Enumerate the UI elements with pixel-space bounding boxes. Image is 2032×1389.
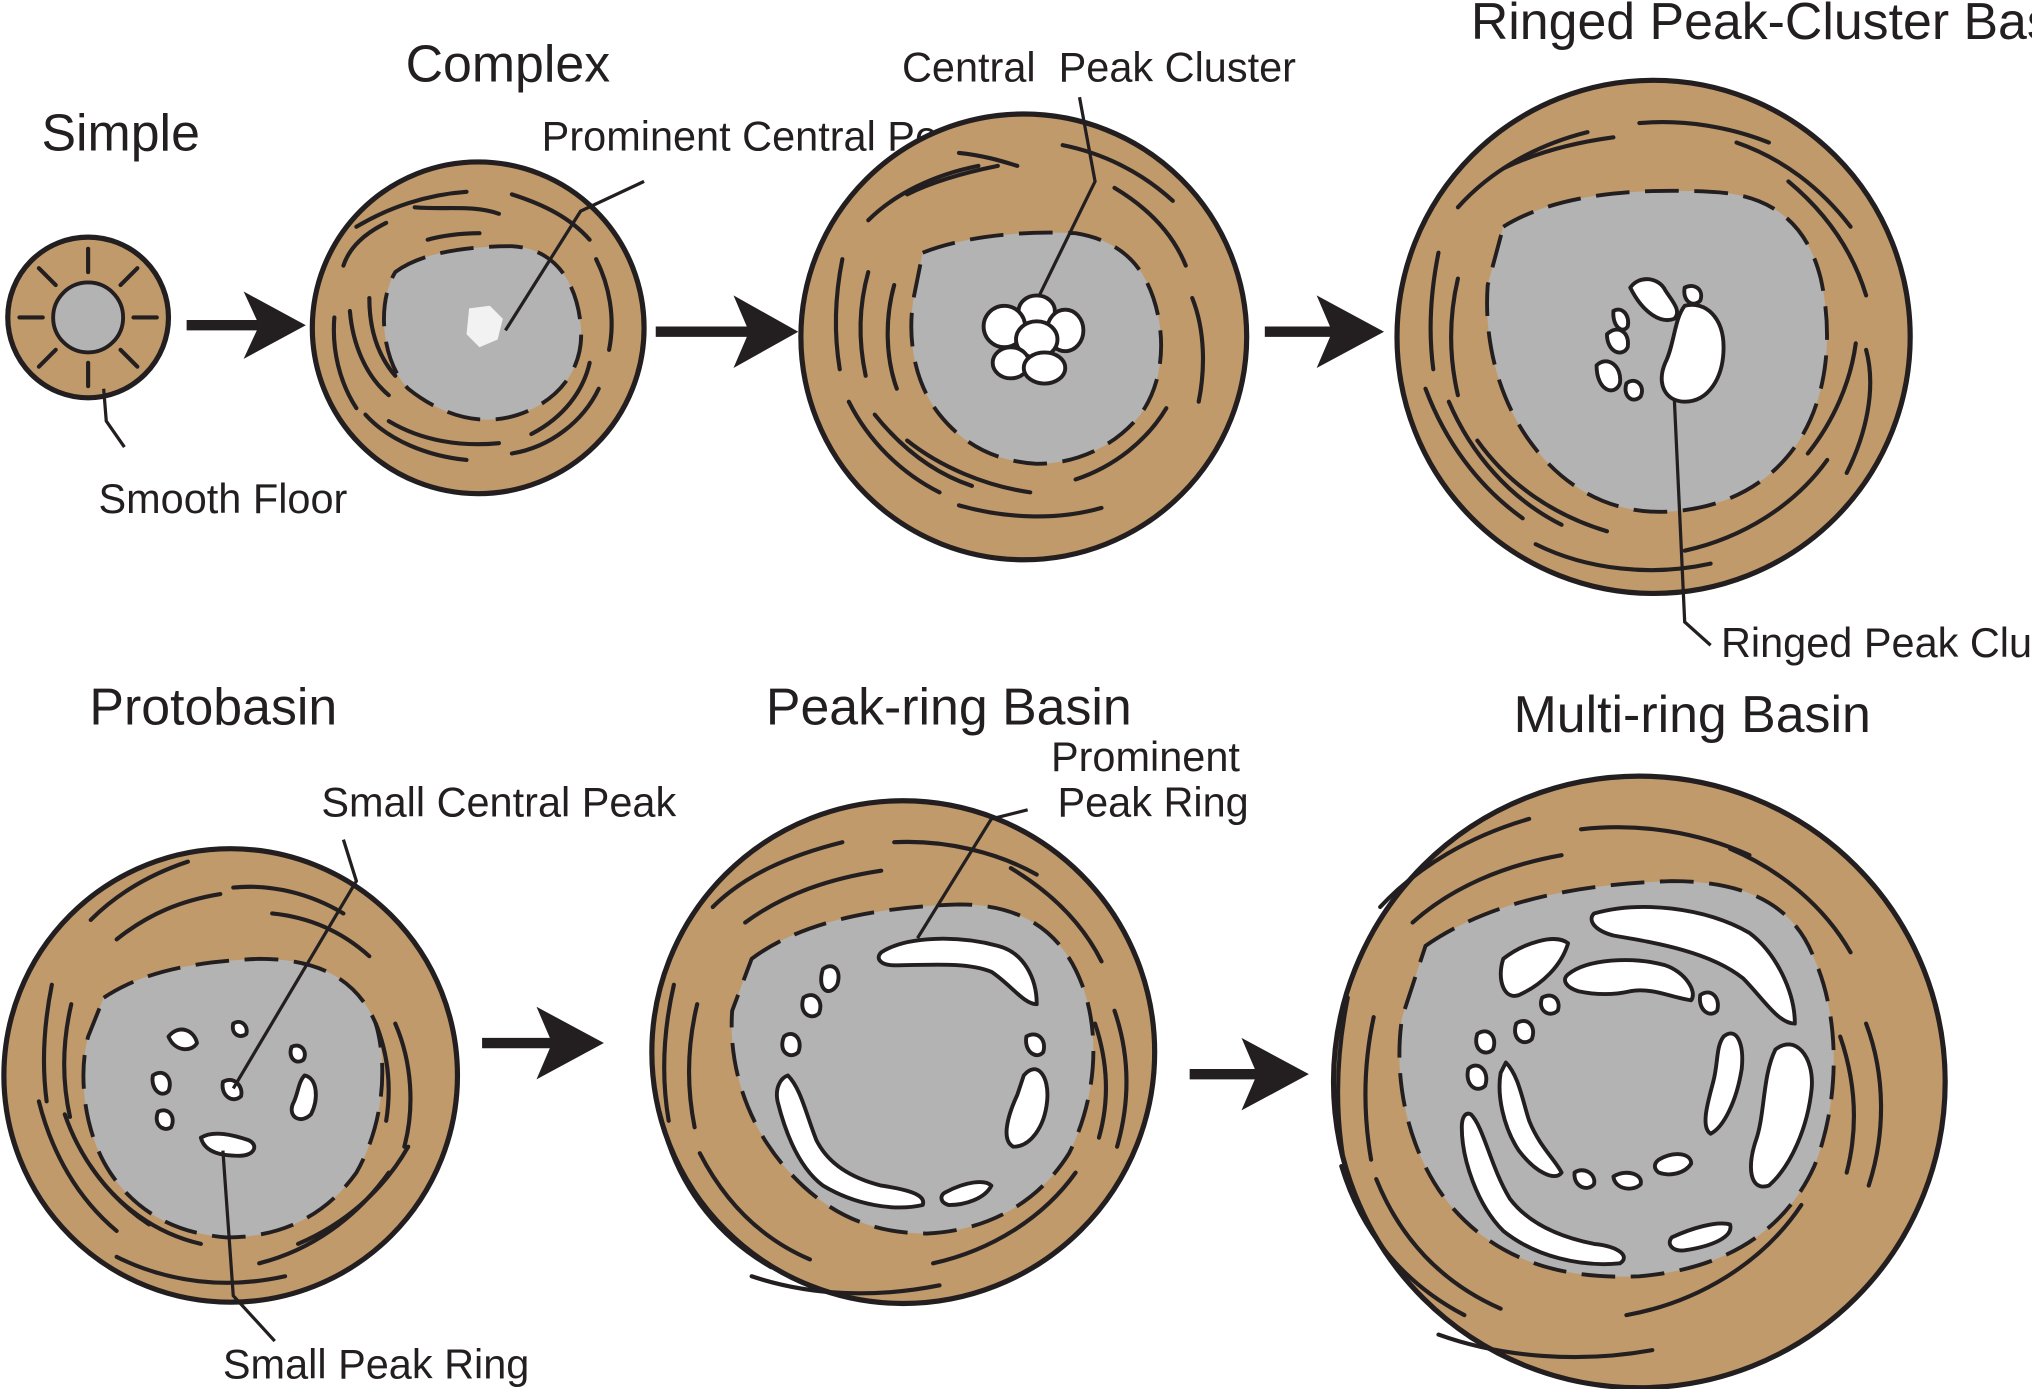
title-multi-ring-basin: Multi-ring Basin	[1514, 685, 1871, 743]
label-central-peak-cluster: Central Peak Cluster	[902, 44, 1296, 91]
label-prominent-peak-ring-line1: Prominent	[1051, 733, 1240, 780]
title-protobasin: Protobasin	[89, 677, 337, 735]
complex-central-peak	[466, 305, 503, 348]
multiring-inner-peaks	[1497, 958, 1745, 1191]
crater-ringed-peak-cluster-basin	[1394, 77, 1913, 647]
leader-small-peak-ring	[221, 1150, 276, 1343]
title-complex: Complex	[406, 35, 611, 93]
title-simple: Simple	[41, 103, 199, 161]
arrow-cluster-to-ringed	[1264, 295, 1385, 368]
crater-simple	[5, 234, 172, 448]
ringed-peaks	[1594, 277, 1726, 404]
simple-radial-terraces	[17, 246, 159, 389]
label-prominent-peak-ring-line2: Peak Ring	[1057, 778, 1248, 825]
arrow-simple-to-complex	[186, 291, 306, 359]
crater-peak-ring-basin	[649, 798, 1158, 1307]
arrow-complex-to-cluster	[655, 295, 799, 368]
complex-terraces	[331, 189, 614, 463]
label-small-peak-ring: Small Peak Ring	[223, 1341, 529, 1388]
peakring-terraces	[662, 839, 1129, 1296]
leader-smooth-floor	[102, 388, 126, 448]
title-ringed-peak-cluster-basin: Ringed Peak-Cluster Basin	[1471, 0, 2032, 50]
multiring-terraces	[1335, 816, 1884, 1360]
ringed-terraces	[1423, 120, 1873, 573]
multiring-outer-peaks	[1459, 905, 1814, 1267]
leader-prominent-central-peak	[504, 179, 645, 332]
cluster-peaks	[981, 293, 1086, 386]
label-ringed-peak-cluster: Ringed Peak Cluster	[1721, 619, 2032, 666]
protobasin-peaks	[150, 1020, 318, 1158]
label-smooth-floor: Smooth Floor	[98, 475, 347, 522]
arrow-peakring-to-multiring	[1189, 1037, 1309, 1111]
arrow-protobasin-to-peakring	[482, 1006, 604, 1080]
crater-complex	[309, 159, 647, 497]
crater-protobasin	[1, 839, 461, 1343]
crater-central-peak-cluster	[798, 96, 1250, 563]
protobasin-terraces	[36, 859, 413, 1285]
peakring-peaks	[774, 936, 1050, 1210]
leader-small-central-peak	[231, 839, 359, 1090]
leader-central-peak-cluster	[1037, 96, 1097, 297]
title-peak-ring-basin: Peak-ring Basin	[766, 677, 1132, 735]
leader-prominent-peak-ring	[916, 808, 1029, 939]
crater-multi-ring-basin	[1331, 773, 1948, 1389]
cluster-terraces	[833, 143, 1206, 519]
label-small-central-peak: Small Central Peak	[321, 778, 676, 825]
leader-ringed-peak-cluster	[1672, 399, 1712, 647]
